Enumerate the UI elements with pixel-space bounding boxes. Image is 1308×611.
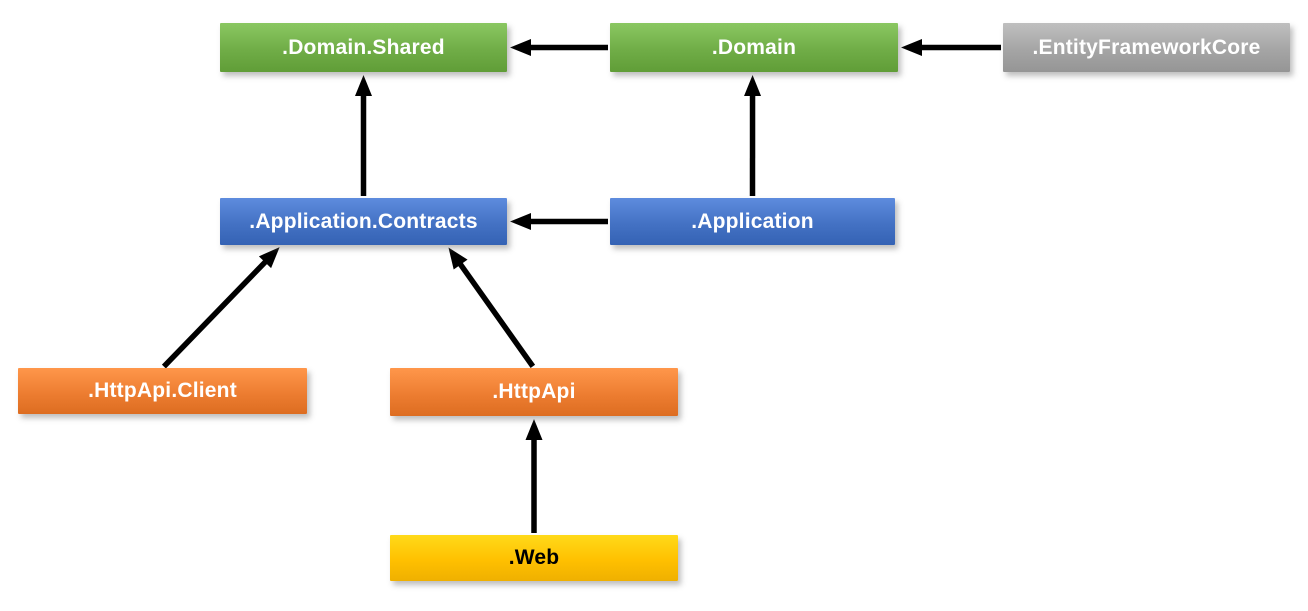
- node-application-label: .Application: [691, 209, 814, 233]
- node-application-contracts-label: .Application.Contracts: [249, 209, 478, 233]
- node-application: .Application: [610, 198, 895, 245]
- arrowhead-web-to-httpapi: [525, 419, 543, 440]
- arrowhead-httpapi-client-to-application-contracts: [258, 247, 280, 269]
- node-domain-shared: .Domain.Shared: [220, 23, 507, 72]
- node-domain: .Domain: [610, 23, 898, 72]
- arrow-httpapi-client-to-application-contracts: [161, 257, 270, 369]
- node-domain-label: .Domain: [711, 35, 797, 59]
- arrowhead-application-to-domain: [744, 75, 762, 97]
- node-httpapi-label: .HttpApi: [492, 380, 576, 403]
- node-web-label: .Web: [508, 546, 560, 569]
- node-httpapi-client-label: .HttpApi.Client: [88, 379, 237, 402]
- node-httpapi-client: .HttpApi.Client: [18, 368, 307, 414]
- node-entity-framework-core: .EntityFrameworkCore: [1003, 23, 1290, 72]
- arrow-httpapi-to-application-contracts: [456, 259, 536, 368]
- node-httpapi: .HttpApi: [390, 368, 678, 416]
- arrowhead-entity-framework-core-to-domain: [901, 39, 922, 56]
- arrowhead-domain-to-domain-shared: [510, 39, 531, 56]
- arrowhead-httpapi-to-application-contracts: [448, 247, 468, 270]
- node-entity-framework-core-label: .EntityFrameworkCore: [1032, 35, 1261, 59]
- node-application-contracts: .Application.Contracts: [220, 198, 507, 245]
- arrowhead-application-to-application-contracts: [510, 213, 531, 230]
- node-domain-shared-label: .Domain.Shared: [282, 35, 445, 59]
- arrowhead-application-contracts-to-domain-shared: [355, 75, 372, 96]
- node-web: .Web: [390, 535, 678, 581]
